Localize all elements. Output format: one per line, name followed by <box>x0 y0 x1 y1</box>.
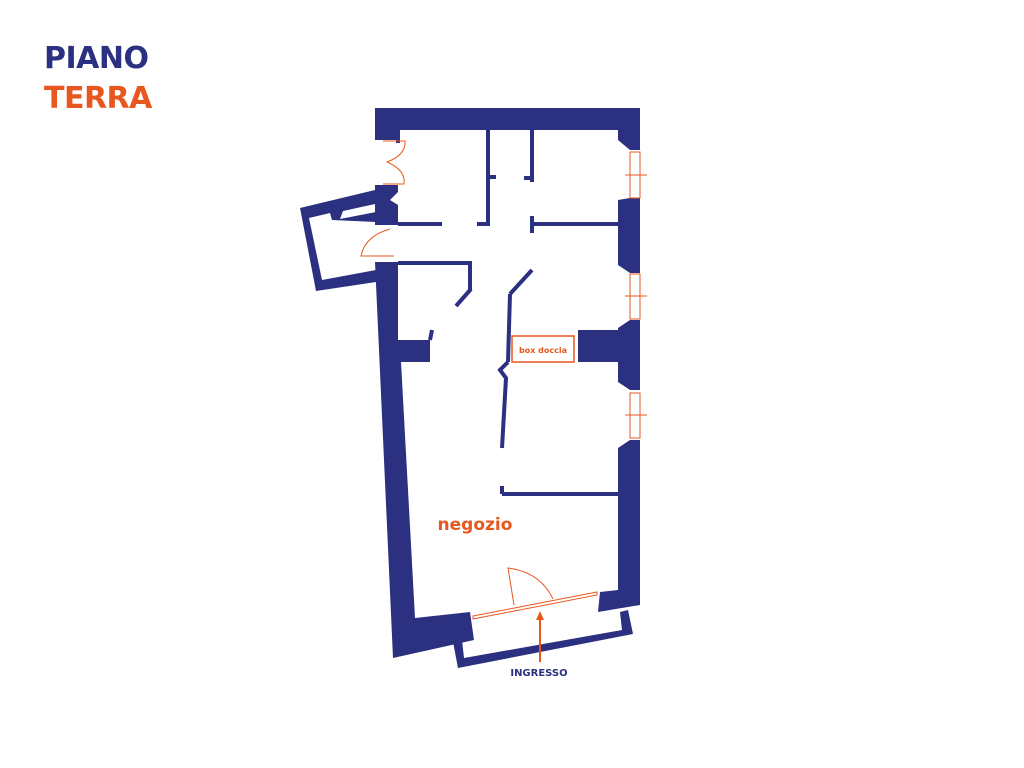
doors-windows <box>360 140 647 620</box>
left-wall-1 <box>375 185 398 225</box>
balcony-left <box>300 190 376 291</box>
entrance-porch <box>453 610 633 668</box>
room-label: negozio <box>438 515 513 535</box>
title-piano: PIANO <box>44 41 149 76</box>
door-left <box>360 228 394 257</box>
entrance-door <box>507 567 554 606</box>
left-wall-main <box>375 262 474 658</box>
title-terra: TERRA <box>44 81 152 116</box>
partitions <box>396 130 618 496</box>
shower-box <box>511 335 575 363</box>
walls <box>300 108 640 668</box>
entrance-threshold <box>472 591 598 620</box>
right-wall-2 <box>578 320 640 390</box>
entrance-label: INGRESSO <box>510 668 567 679</box>
shower-label: box doccia <box>519 346 567 355</box>
top-wall <box>375 108 640 150</box>
arrow-head-icon <box>536 611 544 620</box>
right-wall-1 <box>618 198 640 273</box>
double-door <box>383 140 406 185</box>
right-wall-3 <box>598 440 640 612</box>
